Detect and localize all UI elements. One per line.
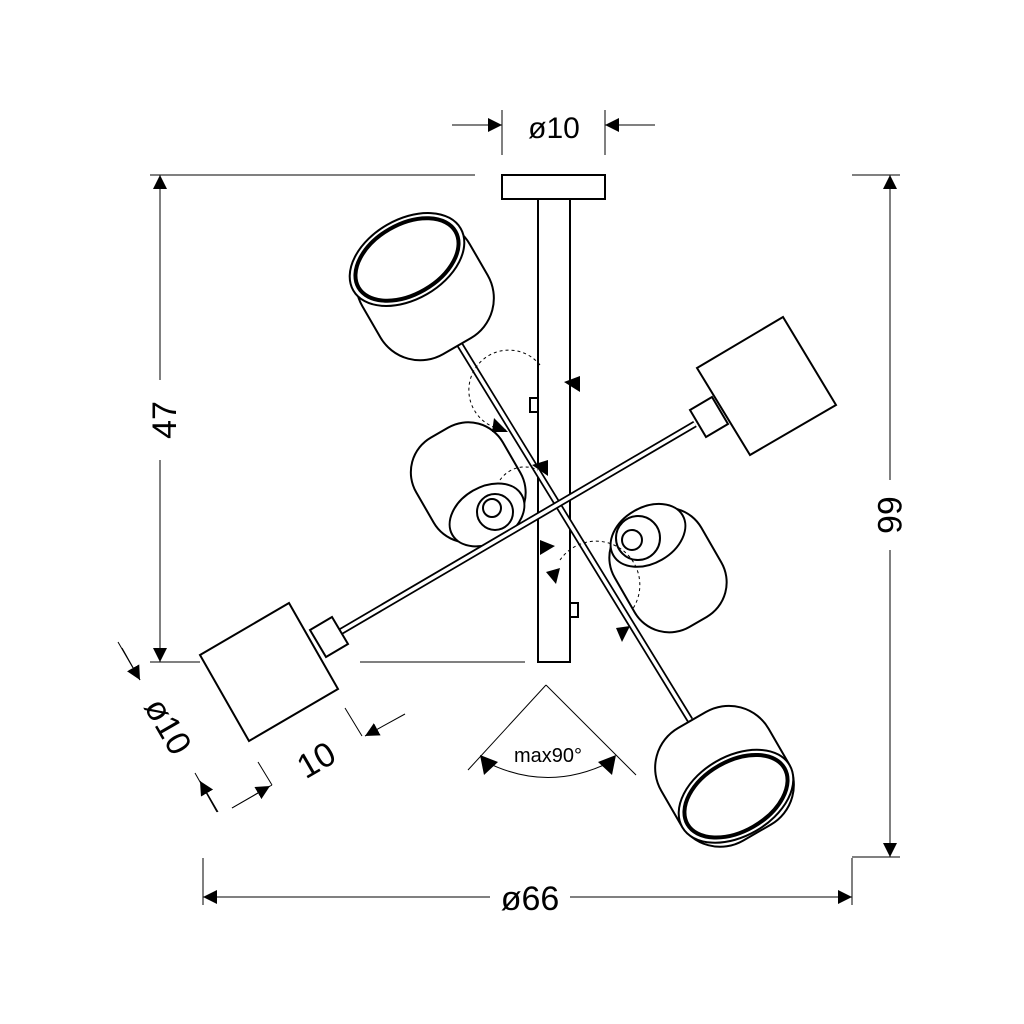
central-stem bbox=[537, 198, 571, 663]
total-diameter-label: ø66 bbox=[501, 880, 560, 918]
total-height-label: 66 bbox=[870, 496, 908, 534]
max-angle-label: max90° bbox=[514, 745, 582, 767]
shade-upper-left bbox=[348, 211, 495, 362]
shade-diameter-label: ø10 bbox=[136, 692, 198, 762]
diagonal-arm-b bbox=[338, 420, 697, 636]
shade-length-label: 10 bbox=[291, 735, 343, 787]
arm-height-label: 47 bbox=[146, 401, 184, 439]
shade-inner-right bbox=[608, 502, 728, 634]
socket-inner-left bbox=[476, 493, 514, 531]
dimension-arm-height: 47 bbox=[146, 174, 525, 663]
max-angle-indicator: max90° bbox=[467, 684, 637, 778]
shade-lower-left bbox=[198, 601, 350, 743]
canopy-diameter-label: ø10 bbox=[528, 112, 580, 145]
socket-inner-right bbox=[615, 515, 661, 561]
dimension-shade-diameter: ø10 bbox=[117, 641, 219, 813]
dimension-total-diameter: ø66 bbox=[202, 858, 853, 918]
rotation-indicators bbox=[468, 349, 641, 642]
pivot-joint-upper bbox=[529, 397, 539, 413]
dimension-canopy-diameter: ø10 bbox=[452, 110, 655, 155]
dimension-total-height: 66 bbox=[852, 174, 908, 858]
shade-upper-right bbox=[688, 315, 838, 457]
shade-inner-left bbox=[409, 421, 527, 548]
shade-lower-right bbox=[654, 704, 795, 848]
pivot-joint-lower bbox=[569, 602, 579, 618]
ceiling-canopy bbox=[501, 174, 606, 200]
diagonal-arm-a bbox=[457, 343, 693, 722]
